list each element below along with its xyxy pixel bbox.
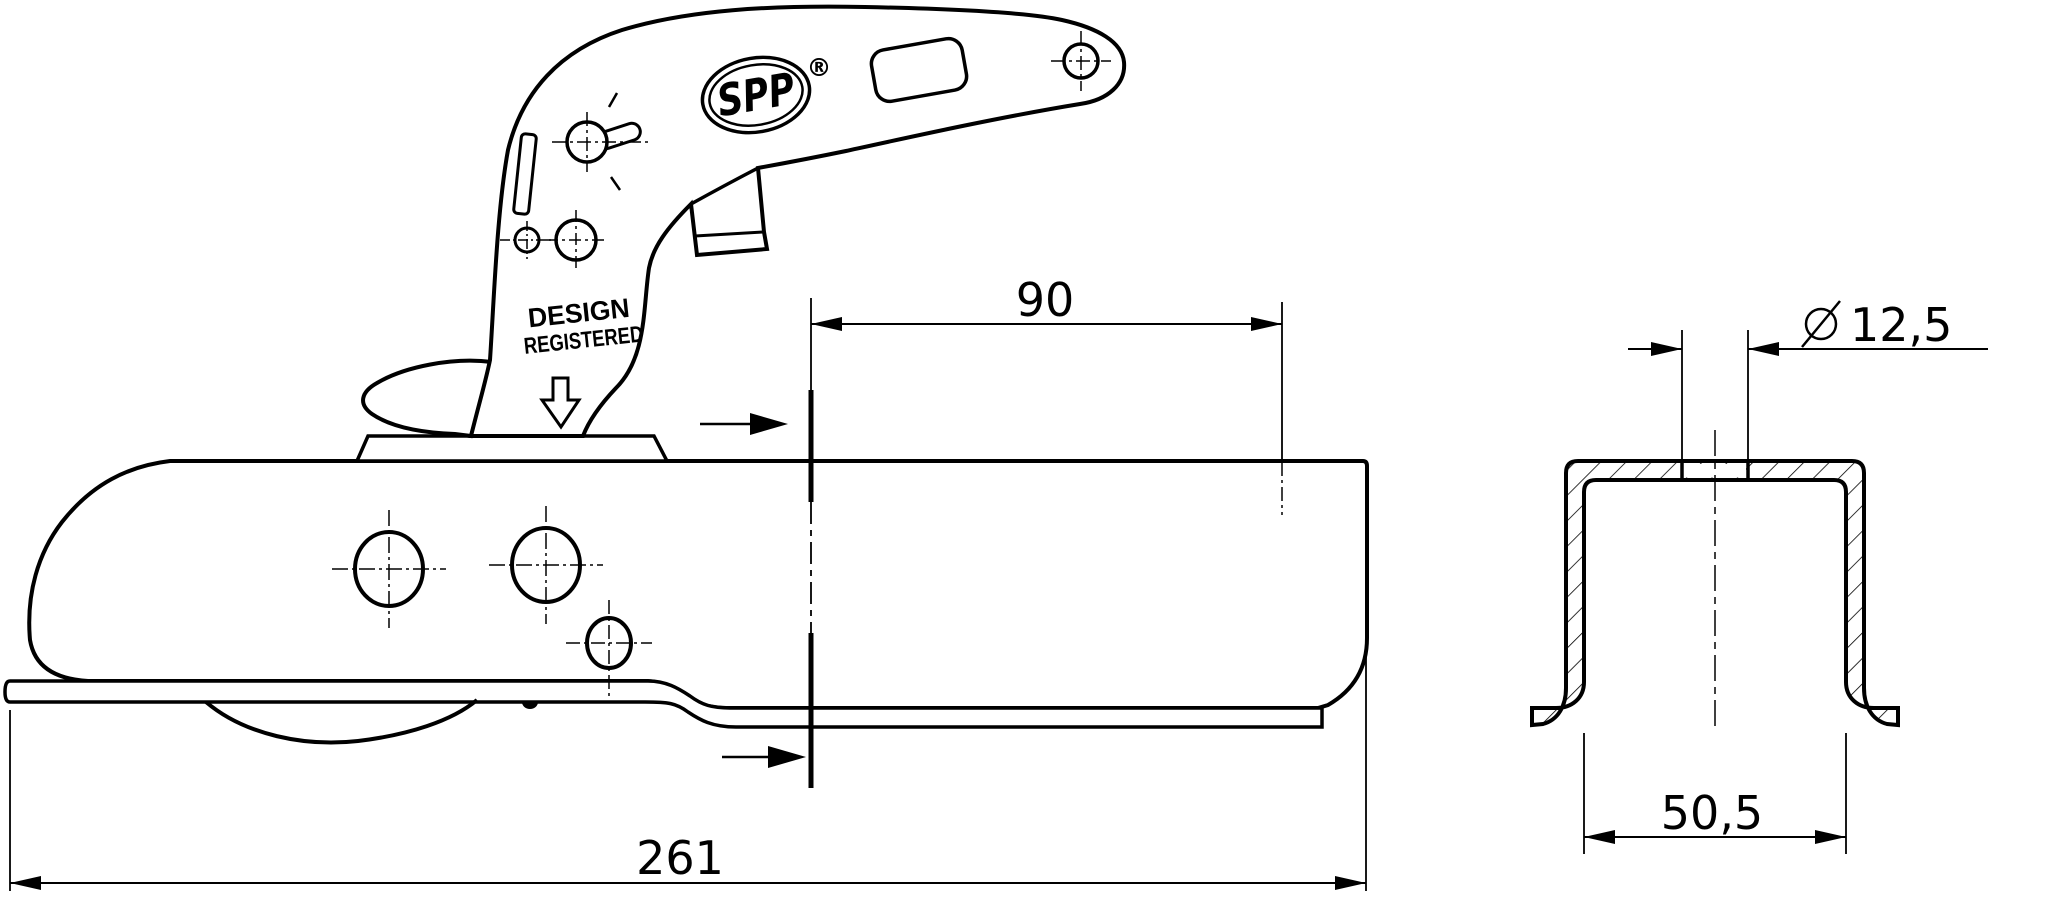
pivot-ray-icon <box>607 92 619 108</box>
dimension-width: 50,5 <box>1583 733 1847 854</box>
channel-top-hole <box>1680 459 1750 481</box>
medium-pin-hole <box>546 210 608 270</box>
diameter-symbol-icon <box>1801 300 1841 348</box>
section-cut-line <box>700 298 814 788</box>
dimension-261: 261 <box>9 648 1367 891</box>
handle-end-hole <box>1051 31 1111 91</box>
dimension-diameter-label: 12,5 <box>1850 298 1952 352</box>
plate-notch <box>522 702 538 709</box>
handle-lobe <box>361 358 495 439</box>
section-arrow-icon <box>722 746 806 768</box>
coupling-body-outline <box>27 459 1369 710</box>
dimension-diameter: 12,5 <box>1628 298 1988 460</box>
dimension-90: 90 <box>811 273 1283 515</box>
bottom-plate <box>3 679 1324 729</box>
body-hole-2 <box>489 506 603 624</box>
small-pin-hole <box>500 221 552 259</box>
handle-outline <box>468 4 1127 438</box>
handle-pivot <box>552 92 652 191</box>
section-view: 12,5 50,5 <box>1530 298 1988 854</box>
dimension-90-label: 90 <box>1016 273 1075 327</box>
side-view: SPP ® <box>3 4 1369 891</box>
section-arrow-icon <box>700 413 788 435</box>
handle-slot <box>512 132 538 216</box>
registered-trademark-symbol: ® <box>807 53 832 82</box>
collar-band <box>354 434 670 463</box>
channel-profile <box>1530 459 1900 728</box>
spp-logo: SPP <box>700 55 812 135</box>
body-hole-1 <box>332 510 446 628</box>
latch-tab-fold-line <box>694 230 765 238</box>
dimension-261-label: 261 <box>636 831 724 885</box>
pivot-ray-icon <box>609 176 622 191</box>
down-arrow-icon <box>539 376 582 430</box>
latch-tab-top-edge <box>690 166 759 206</box>
body-hole-3 <box>566 600 652 700</box>
dimension-width-label: 50,5 <box>1661 786 1763 840</box>
handle-pad <box>869 36 969 104</box>
lower-tongue-edge <box>204 698 479 745</box>
